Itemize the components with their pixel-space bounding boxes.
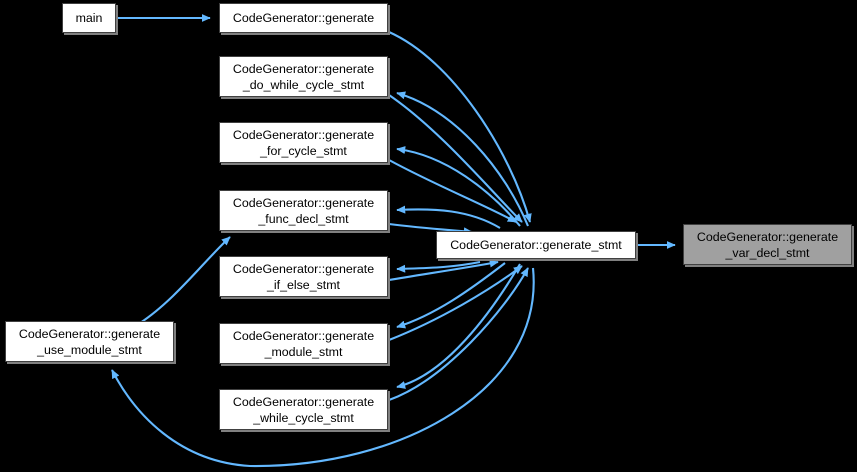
node-func-decl-stmt-label: CodeGenerator::generate _func_decl_stmt [232,195,375,226]
edge-module-to-generate-stmt [388,265,523,341]
node-func-decl-stmt[interactable]: CodeGenerator::generate _func_decl_stmt [219,190,388,231]
edge-generate-to-generate-stmt [388,31,532,223]
node-if-else-stmt-label: CodeGenerator::generate _if_else_stmt [232,261,375,292]
node-generate-stmt[interactable]: CodeGenerator::generate_stmt [436,231,636,259]
node-for-cycle-stmt-label: CodeGenerator::generate _for_cycle_stmt [232,127,375,158]
node-do-while-cycle-stmt-label: CodeGenerator::generate _do_while_cycle_… [232,61,375,92]
node-main-label: main [75,11,103,25]
edge-generate-stmt-to-func-decl [396,205,501,229]
node-if-else-stmt[interactable]: CodeGenerator::generate _if_else_stmt [219,256,388,297]
node-var-decl-stmt-label: CodeGenerator::generate _var_decl_stmt [696,229,839,260]
node-use-module-stmt[interactable]: CodeGenerator::generate _use_module_stmt [5,321,174,362]
edge-generate-stmt-to-module [396,262,506,329]
node-generate-label: CodeGenerator::generate [232,11,375,25]
node-do-while-cycle-stmt[interactable]: CodeGenerator::generate _do_while_cycle_… [219,56,388,97]
node-module-stmt[interactable]: CodeGenerator::generate _module_stmt [219,323,388,364]
node-var-decl-stmt[interactable]: CodeGenerator::generate _var_decl_stmt [683,224,852,265]
edge-while-cycle-to-generate-stmt [388,267,529,401]
edge-do-while-to-generate-stmt [388,94,523,223]
node-generate-stmt-label: CodeGenerator::generate_stmt [450,238,622,252]
node-while-cycle-stmt[interactable]: CodeGenerator::generate _while_cycle_stm… [219,389,388,430]
edge-if-else-to-generate-stmt [388,259,499,282]
edge-use-module-to-func-decl [139,236,231,324]
edge-generate-stmt-to-do-while [396,91,529,227]
node-while-cycle-stmt-label: CodeGenerator::generate _while_cycle_stm… [232,394,375,425]
node-use-module-stmt-label: CodeGenerator::generate _use_module_stmt [18,326,161,357]
node-for-cycle-stmt[interactable]: CodeGenerator::generate _for_cycle_stmt [219,122,388,163]
edge-generate-stmt-to-while-cycle [396,263,521,389]
edge-generate-stmt-to-for-cycle [396,146,521,227]
edge-generate-stmt-to-use-module [111,267,535,468]
edge-generate-stmt-to-if-else [396,260,481,273]
node-generate[interactable]: CodeGenerator::generate [219,3,388,33]
node-main[interactable]: main [62,3,116,33]
node-module-stmt-label: CodeGenerator::generate _module_stmt [232,328,375,359]
edge-for-cycle-to-generate-stmt [388,159,517,223]
